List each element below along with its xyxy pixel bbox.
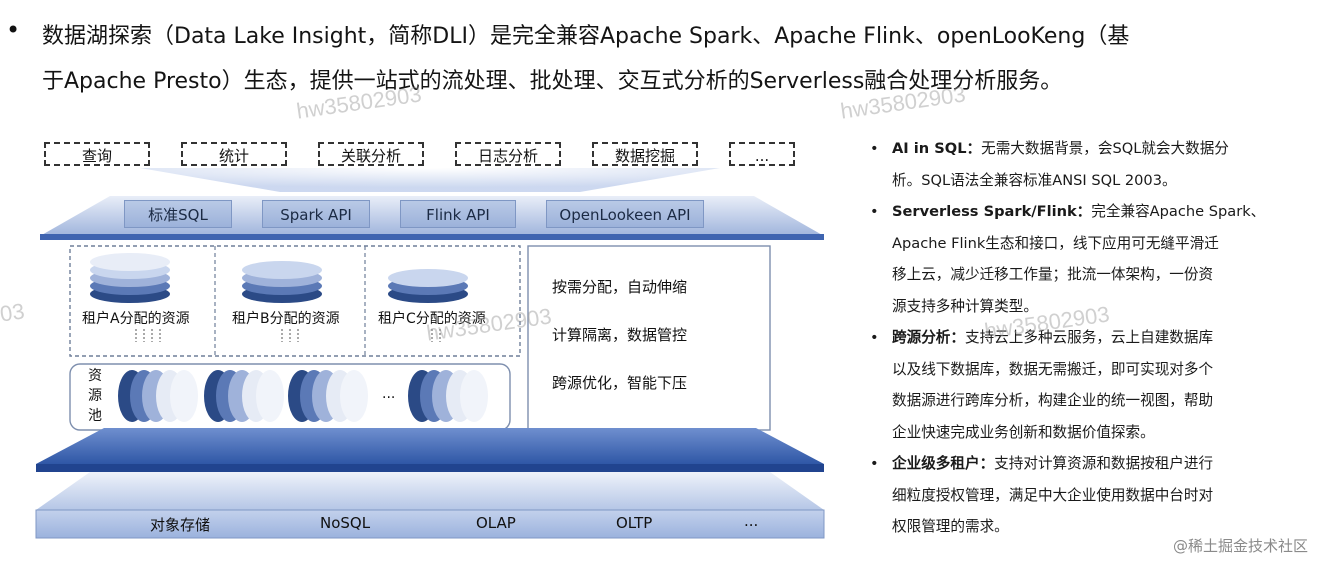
compute-slab-edge [36,464,824,472]
top-item-data-mining: 数据挖掘 [592,142,698,166]
footer-brand: @稀土掘金技术社区 [1173,535,1308,556]
tenant-a-label: 租户A分配的资源 [82,308,190,328]
storage-olap: OLAP [476,514,516,532]
bullet-cross-source: • 跨源分析：支持云上多种云服务，云上自建数据库 以及线下数据库，数据无需搬迁，… [870,322,1290,448]
feature-auto-scale: 按需分配，自动伸缩 [552,276,687,297]
top-item-query: 查询 [44,142,150,166]
bullet-multi-tenant: • 企业级多租户：支持对计算资源和数据按租户进行 细粒度授权管理，满足中大企业使… [870,448,1290,543]
compute-slab [36,428,824,464]
pool-cylinder-group-2 [204,370,284,422]
feature-cross-source: 跨源优化，智能下压 [552,372,687,393]
title-bullet: • [6,16,20,44]
api-spark: Spark API [262,200,370,228]
feature-isolation: 计算隔离，数据管控 [552,324,687,345]
pool-cylinder-group-1 [118,370,198,422]
pool-ellipsis: ... [382,386,395,402]
storage-slab-top [36,472,824,510]
resource-pool-label: 资 源 池 [86,366,104,426]
tenant-c-disc-stack [388,269,468,303]
api-flink: Flink API [400,200,516,228]
title-line-1: 数据湖探索（Data Lake Insight，简称DLI）是完全兼容Apach… [42,18,1129,50]
funnel-shape [140,168,720,192]
storage-object: 对象存储 [150,514,210,535]
storage-more: ... [744,512,758,530]
tenant-a-disc-stack [90,253,170,303]
storage-nosql: NoSQL [320,514,370,532]
pool-cylinder-group-3 [288,370,368,422]
top-item-log-analysis: 日志分析 [455,142,561,166]
watermark-3: 03 [0,298,26,327]
bullet-serverless: • Serverless Spark/Flink：完全兼容Apache Spar… [870,196,1290,322]
api-standard-sql: 标准SQL [124,200,232,228]
api-openlookeen: OpenLookeen API [546,200,704,228]
tenant-b-label: 租户B分配的资源 [232,308,340,328]
top-item-join-analysis: 关联分析 [318,142,424,166]
tenant-b-disc-stack [242,261,322,303]
top-item-more: ... [729,142,795,166]
pool-cylinder-group-4 [408,370,488,422]
top-item-stats: 统计 [181,142,287,166]
feature-bullet-list: • AI in SQL：无需大数据背景，会SQL就会大数据分 析。SQL语法全兼… [870,133,1290,543]
api-slab-edge [40,234,824,240]
bullet-ai-in-sql: • AI in SQL：无需大数据背景，会SQL就会大数据分 析。SQL语法全兼… [870,133,1290,196]
storage-oltp: OLTP [616,514,652,532]
